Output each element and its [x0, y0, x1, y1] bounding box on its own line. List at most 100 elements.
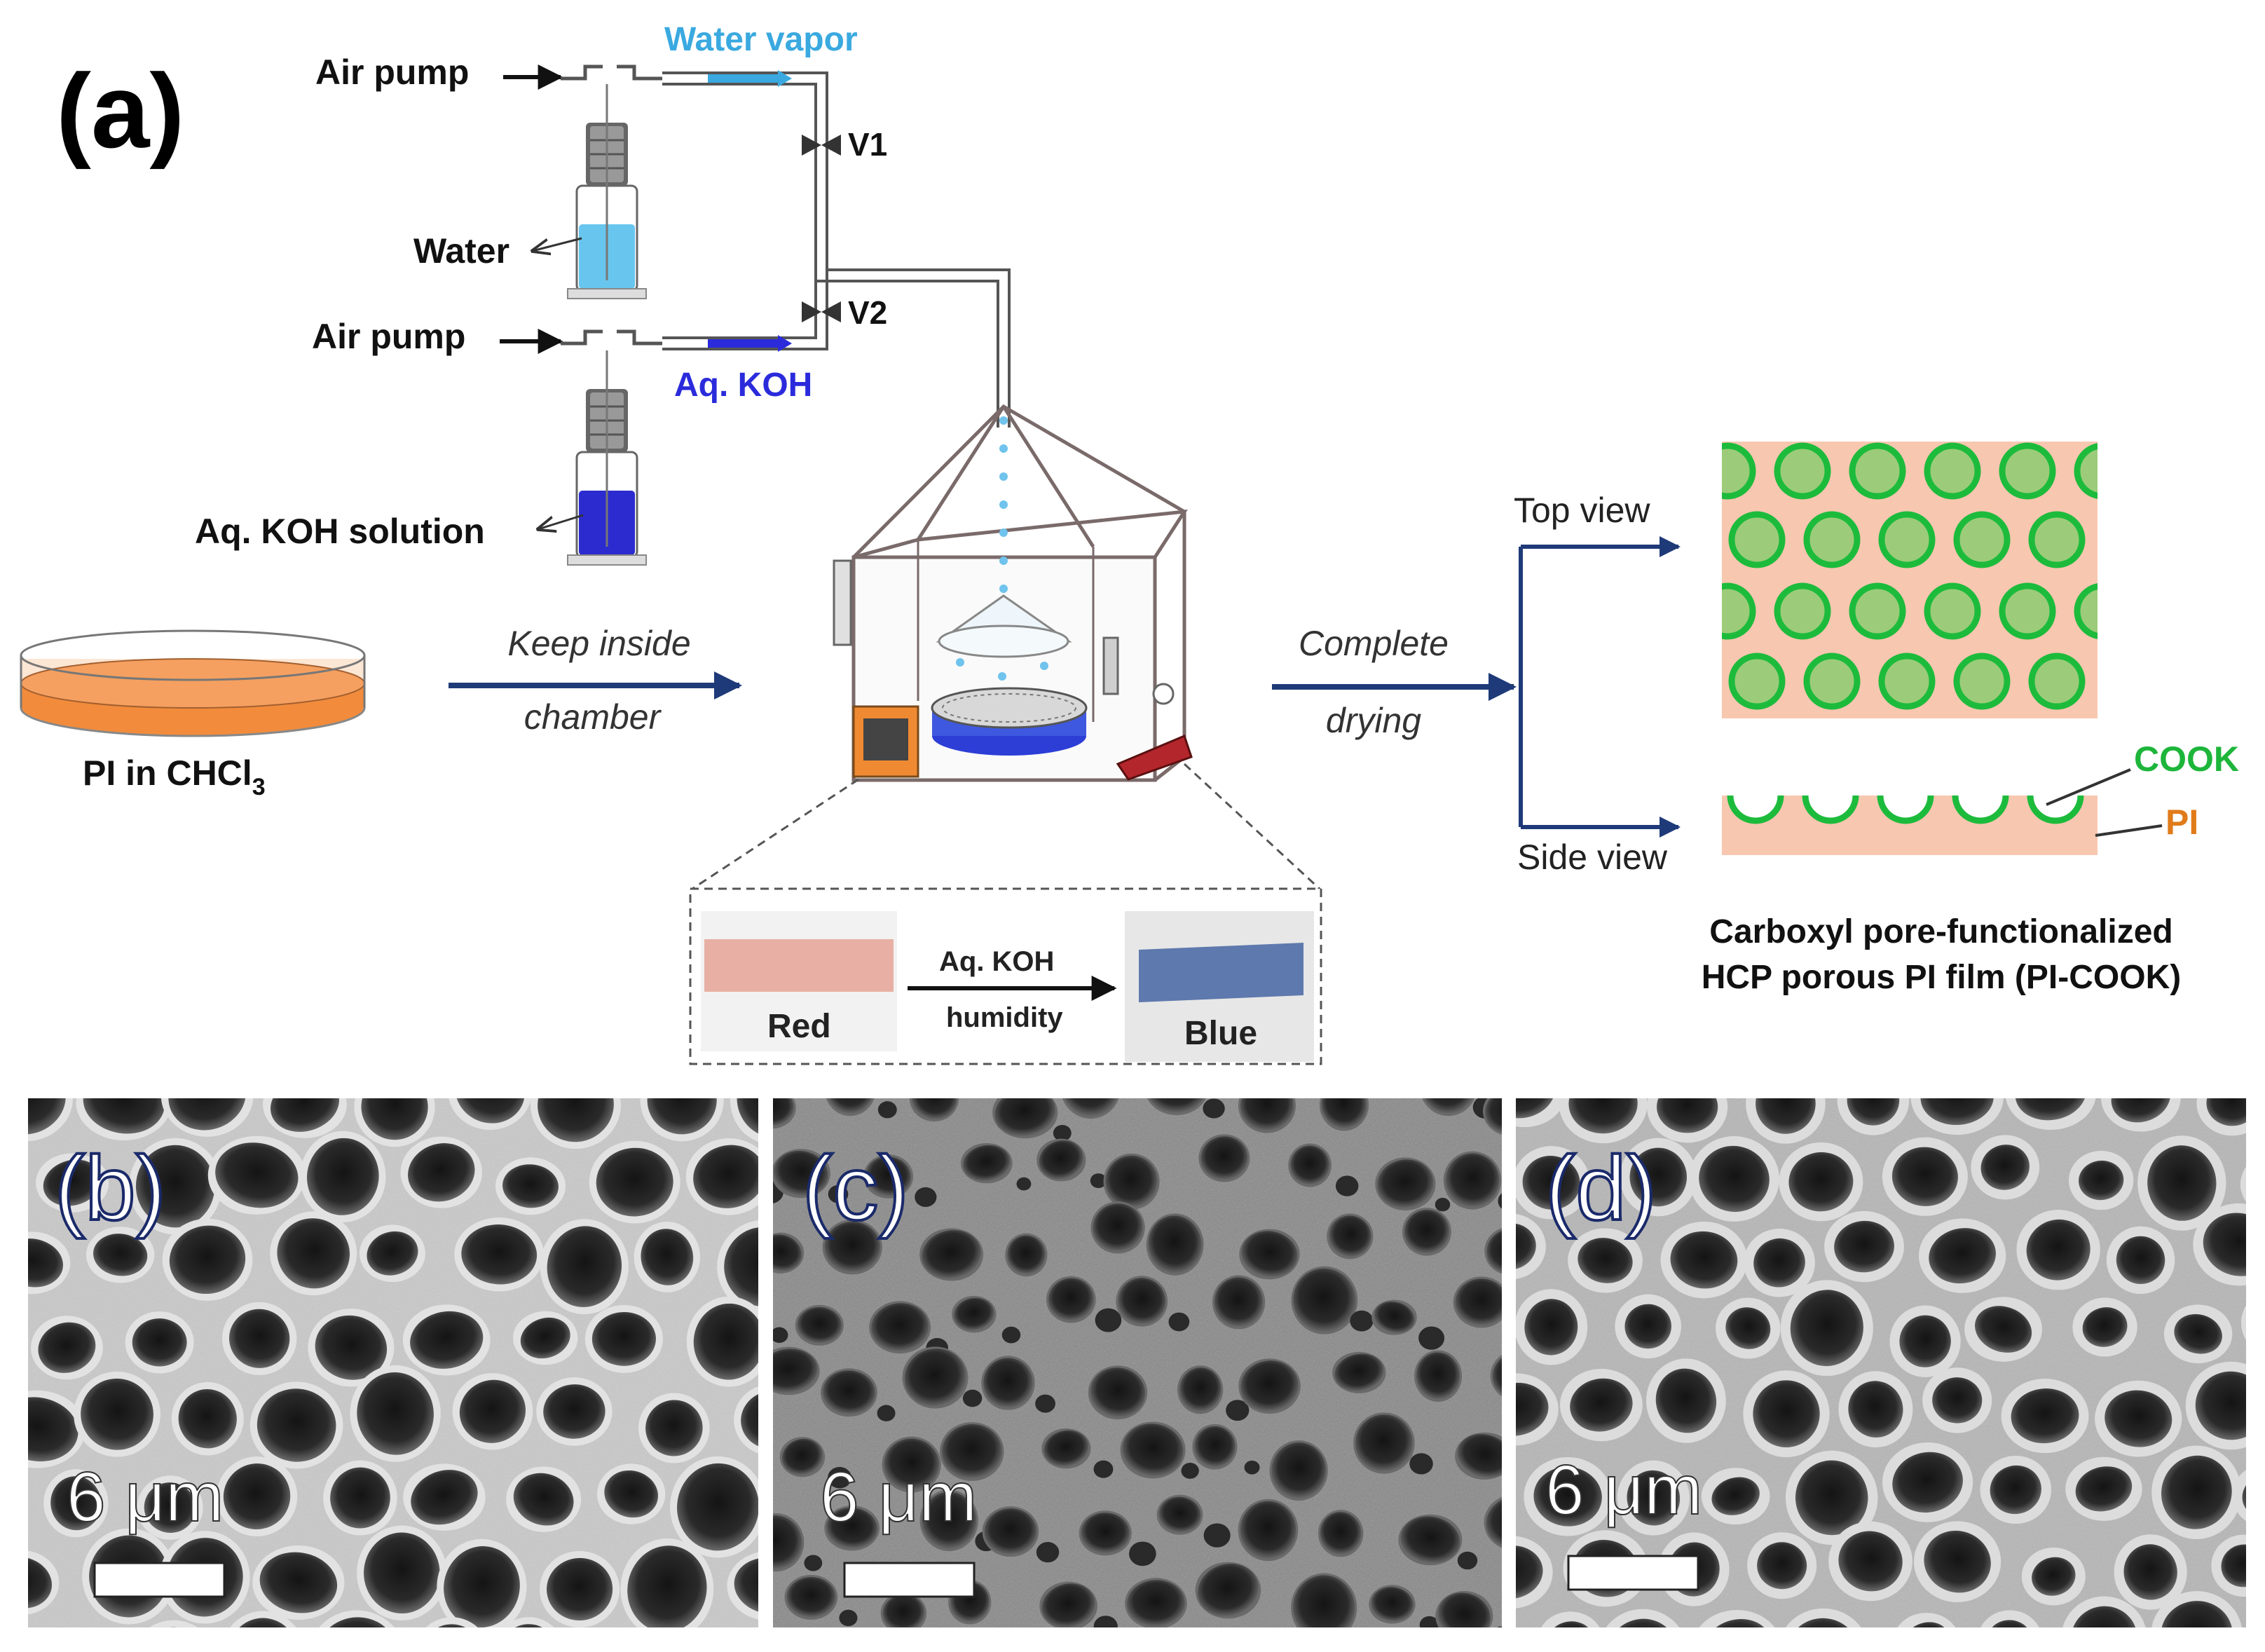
sem-d-scale-bar — [1568, 1556, 1698, 1590]
sem-pore — [592, 1312, 657, 1367]
top-view-pore — [1777, 446, 1828, 496]
sem-pore-small — [1490, 1627, 1512, 1647]
water-vapor-flow — [708, 74, 778, 83]
sem-pore-rim — [658, 1632, 722, 1648]
sem-pore — [1363, 1001, 1413, 1053]
inset-blue-label: Blue — [1184, 1015, 1257, 1052]
top-view-pore — [1852, 586, 1903, 636]
sem-pore-rim — [0, 1311, 28, 1384]
top-view-pore — [2032, 514, 2082, 565]
sem-pore — [132, 1318, 187, 1367]
side-view-pore — [1880, 796, 1931, 821]
sem-pore-small — [1017, 1177, 1032, 1191]
top-view-pore — [2077, 586, 2128, 636]
chamber-port — [1154, 684, 1173, 704]
keep-inside-line1: Keep inside — [507, 624, 690, 663]
top-view-pore — [2032, 656, 2082, 706]
dish-label-main: PI in CHCl — [83, 753, 252, 793]
sem-pore-rim — [121, 978, 217, 1070]
sem-b-scale-bar — [95, 1563, 224, 1597]
sem-pore — [752, 1645, 816, 1648]
sem-pore-rim — [688, 1632, 767, 1648]
top-view-pore — [2002, 446, 2053, 496]
chamber-door-hinge — [834, 561, 851, 645]
sem-pore — [1517, 983, 1582, 1044]
top-view-film — [1627, 442, 2232, 718]
koh-flow — [708, 339, 778, 348]
sem-pore-small — [1002, 1327, 1020, 1344]
sem-pore — [2206, 1080, 2258, 1126]
water-pointer — [533, 238, 582, 251]
sem-panel-b — [0, 974, 868, 1648]
sem-pore-rim — [402, 976, 488, 1063]
sem-pore — [1431, 979, 1519, 1067]
sem-pore-small — [1409, 1453, 1432, 1474]
sem-pore-small — [1169, 1313, 1190, 1332]
inset-red-label: Red — [767, 1008, 831, 1045]
top-view-pore — [1882, 514, 1932, 565]
sem-pore-small — [878, 1101, 897, 1118]
sem-pore — [0, 1314, 25, 1381]
sem-pore-rim — [0, 1466, 16, 1548]
sem-pore-rim — [751, 1644, 817, 1648]
sem-pore — [598, 1643, 654, 1648]
top-view-pore — [1927, 446, 1978, 496]
dish-label-subscript: 3 — [252, 774, 266, 800]
top-view-pore — [1657, 656, 1707, 706]
pi-label: PI — [2165, 803, 2198, 842]
chamber-dish — [932, 688, 1086, 756]
sem-pore-rim — [2250, 1606, 2265, 1648]
sem-pore-rim — [509, 979, 576, 1040]
sem-pore — [2254, 1610, 2265, 1648]
top-view-pore — [1927, 586, 1978, 636]
sem-pore — [1977, 994, 2059, 1067]
sem-pore — [1887, 994, 1959, 1057]
sem-pore-small — [839, 1610, 857, 1627]
valve-v2-label: V2 — [848, 294, 887, 331]
sem-pore — [512, 980, 574, 1039]
sem-pore-small — [915, 1187, 936, 1207]
sem-pore-small — [1129, 1541, 1156, 1566]
pi-pointer — [2095, 826, 2162, 835]
sem-d-label: (d) — [1545, 1137, 1657, 1239]
top-view-pore — [1852, 446, 1903, 496]
side-view-pore — [1955, 796, 2006, 821]
sem-b-scale-text: 6 μm — [67, 1458, 224, 1536]
top-view-pore — [2077, 446, 2128, 496]
sem-c-scale-bar — [844, 1563, 974, 1597]
humidity-sensor-display — [863, 718, 908, 760]
side-view-pore — [1730, 796, 1781, 821]
top-view-pore — [1732, 656, 1782, 706]
top-view-pore — [1627, 446, 1678, 496]
top-view-pore — [2107, 514, 2157, 565]
valve-v1-label: V1 — [848, 126, 887, 163]
sem-pore — [1622, 984, 1692, 1046]
valve-v1 — [802, 135, 841, 156]
sem-pore — [2163, 999, 2213, 1047]
top-view-pore — [1807, 514, 1857, 565]
top-view-pore — [2152, 446, 2203, 496]
sem-pore-small — [1343, 1040, 1362, 1058]
cook-label: COOK — [2134, 739, 2239, 779]
top-view-pore — [2182, 514, 2232, 565]
sem-pore-small — [770, 1327, 788, 1343]
sem-pore — [45, 977, 113, 1047]
sem-pore — [2252, 999, 2265, 1050]
sem-pore-small — [1095, 1309, 1122, 1332]
top-view-pore — [2107, 656, 2157, 706]
top-view-pore — [1732, 514, 1782, 565]
sem-pore — [582, 982, 661, 1063]
top-view-pore — [2002, 586, 2053, 636]
valve-v2 — [802, 301, 841, 322]
water-bubbler — [561, 67, 662, 299]
water-label: Water — [413, 231, 509, 271]
sem-panel-c — [656, 981, 1603, 1648]
side-view-pore — [2105, 796, 2156, 821]
sem-pore — [1240, 1501, 1296, 1559]
sem-pore-small — [963, 1390, 982, 1407]
sem-pore — [406, 980, 484, 1059]
sem-pore — [139, 1627, 207, 1648]
koh-bubbler — [561, 332, 662, 565]
